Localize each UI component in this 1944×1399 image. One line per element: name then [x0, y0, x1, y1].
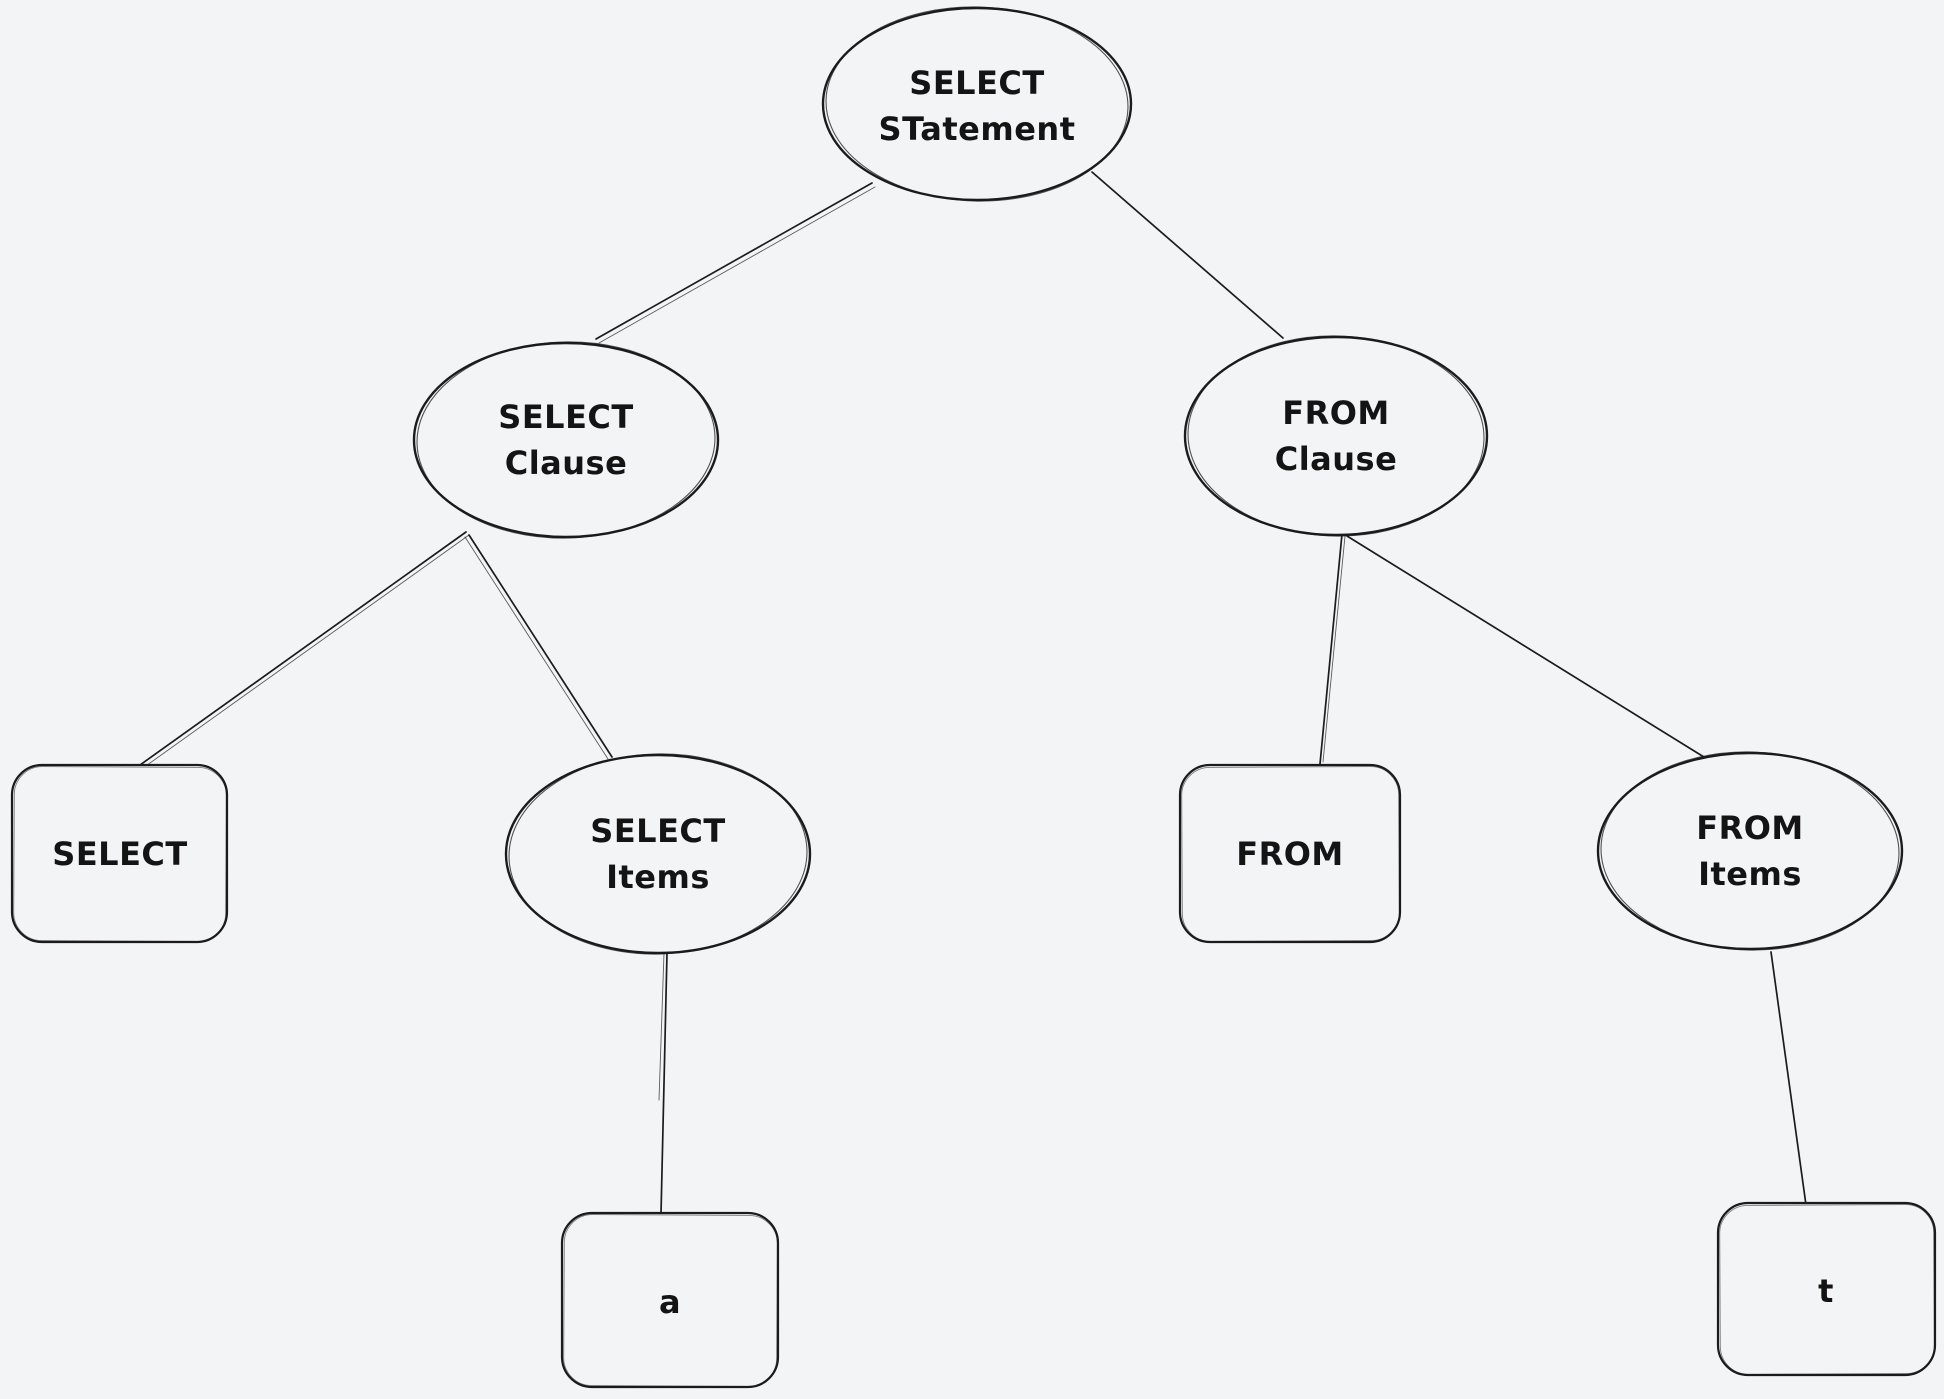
node-select-statement: SELECT STatement — [821, 6, 1133, 202]
node-from-clause: FROM Clause — [1183, 335, 1489, 537]
edge-select-statement-to-select-clause — [595, 182, 876, 344]
node-label-line1: FROM — [1282, 394, 1390, 432]
node-label: t — [1818, 1272, 1834, 1310]
node-label: SELECT — [52, 835, 187, 873]
node-label-line2: Clause — [505, 444, 628, 482]
node-label-line1: SELECT — [909, 64, 1044, 102]
edge-from-clause-to-from-items — [1346, 535, 1713, 763]
node-label: a — [659, 1283, 681, 1321]
edge-select-clause-to-select-items — [464, 534, 613, 760]
node-select-item-a: a — [560, 1211, 780, 1389]
node-label-line2: STatement — [879, 110, 1076, 148]
node-select-items: SELECT Items — [504, 753, 812, 955]
edge-select-clause-to-select-keyword — [139, 531, 470, 769]
node-select-clause: SELECT Clause — [412, 341, 720, 539]
edge-from-clause-to-from-keyword — [1319, 533, 1346, 765]
node-label-line2: Items — [606, 858, 710, 896]
node-from-item-t: t — [1716, 1201, 1937, 1377]
edge-select-statement-to-from-clause — [1091, 171, 1284, 339]
node-label-line1: SELECT — [590, 812, 725, 850]
edges — [139, 171, 1807, 1215]
node-select-keyword: SELECT — [10, 763, 229, 944]
node-label-line1: FROM — [1696, 809, 1804, 847]
node-label-line2: Items — [1698, 855, 1802, 893]
node-label-line1: SELECT — [498, 398, 633, 436]
node-from-items: FROM Items — [1596, 751, 1904, 951]
edge-from-items-to-from-item-t — [1770, 951, 1807, 1206]
edge-select-items-to-select-item-a — [658, 952, 668, 1215]
node-from-keyword: FROM — [1178, 763, 1402, 944]
node-label-line2: Clause — [1275, 440, 1398, 478]
node-label: FROM — [1236, 835, 1344, 873]
